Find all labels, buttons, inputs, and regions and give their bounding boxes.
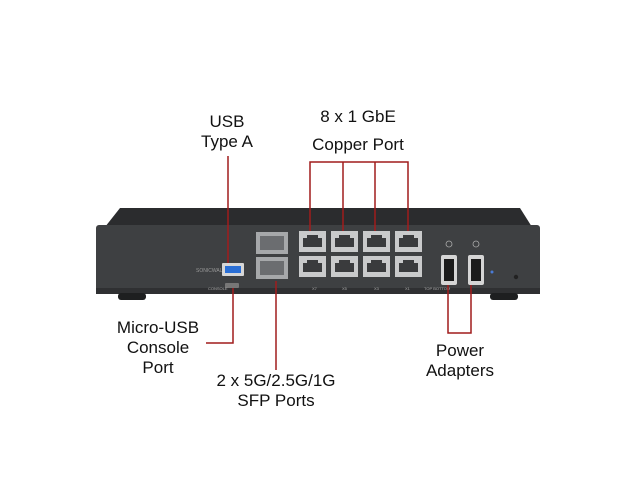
port-label-x7: X7 [312,286,318,291]
copper-port-label: 8 x 1 GbE Copper Port [306,107,410,155]
microusb-label-line1: Micro-USB [116,318,200,337]
rj45-port [331,231,358,252]
copper-label-line2: Copper Port [312,135,404,154]
sfp-label-line1: 2 x 5G/2.5G/1G [216,371,336,390]
firewall-chassis [96,208,540,300]
power-adapters-label: Power Adapters [420,341,500,381]
power-label-line1: Power [435,341,485,360]
brand-logo: SONICWALL [196,268,225,274]
status-led [490,270,494,274]
rj45-port [299,256,326,277]
microusb-label-line2: Console [126,338,190,357]
usb-type-a-label: USB Type A [196,112,258,152]
sfp-ports-label: 2 x 5G/2.5G/1G SFP Ports [212,371,340,411]
rj45-port [363,256,390,277]
console-text: CONSOLE [208,286,228,291]
usb-label-line1: USB [209,112,245,131]
power-connectors [441,240,484,285]
top-bottom-label: TOP BOTTOM [424,286,450,291]
rj45-port [395,256,422,277]
port-label-x1: X1 [405,286,411,291]
rj45-port [299,231,326,252]
callout-lines [206,156,472,370]
right-foot [490,293,518,300]
usb-label-line2: Type A [201,132,253,151]
sfp-ports [256,232,288,279]
port-label-x5: X5 [342,286,348,291]
port-label-x3: X3 [374,286,380,291]
power-1-icon [445,240,453,248]
micro-usb-console-label: Micro-USB Console Port [108,318,208,378]
rj45-port [395,231,422,252]
rj45-port [363,231,390,252]
sfp-label-line2: SFP Ports [237,391,315,410]
power-2-icon [472,240,480,248]
copper-ports [299,231,422,277]
port-labels: X7 X5 X3 X1 TOP BOTTOM [312,286,450,291]
reset-button [513,274,519,280]
usb-type-a-port [222,263,244,276]
microusb-label-line3: Port [142,358,174,377]
copper-label-line1: 8 x 1 GbE [320,107,396,126]
rj45-port [331,256,358,277]
left-foot [118,293,146,300]
power-label-line2: Adapters [425,361,495,380]
micro-usb-console-port: CONSOLE [208,283,239,291]
